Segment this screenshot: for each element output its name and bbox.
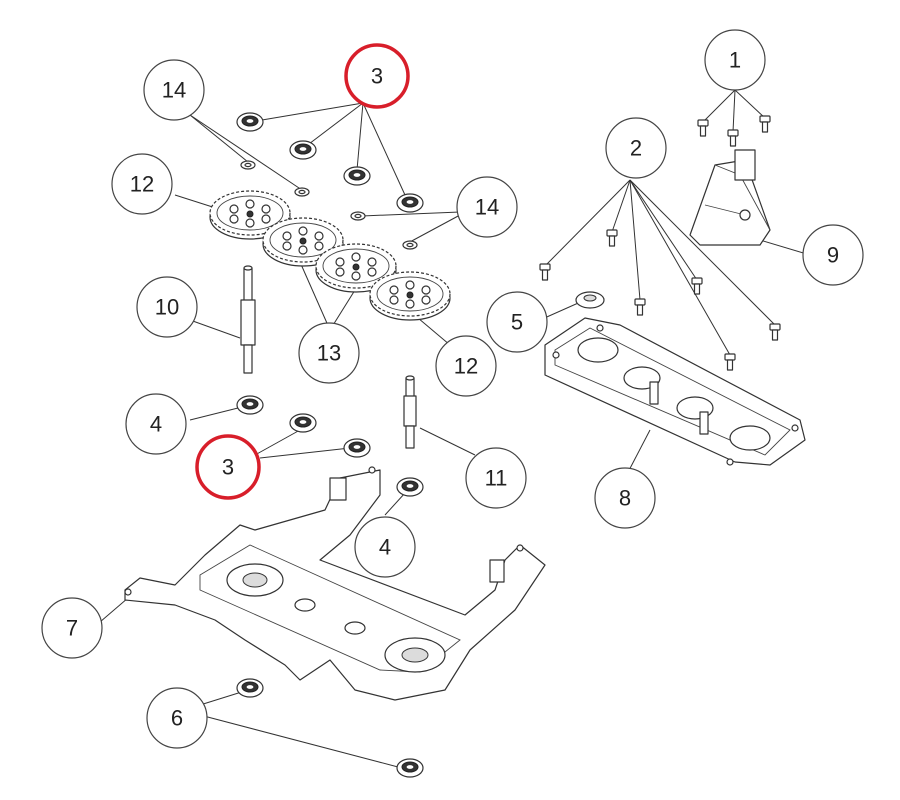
callout-13: 13 [298,322,360,384]
callout-14-right: 14 [456,176,518,238]
shaft-11 [403,375,417,449]
cover-plate-8 [544,317,806,466]
callout-12-bottom: 12 [435,335,497,397]
callout-4-right: 4 [354,516,416,578]
leader-lines [99,89,811,768]
screw-group-2 [539,229,781,371]
screw-group-1 [697,115,771,147]
svg-text:12: 12 [130,172,154,197]
callout-12-top: 12 [111,153,173,215]
callout-14-top: 14 [143,59,205,121]
callout-8: 8 [594,467,656,529]
washer-5 [575,291,605,309]
callout-7: 7 [41,597,103,659]
svg-text:6: 6 [171,706,183,731]
svg-text:3: 3 [222,455,234,480]
svg-text:8: 8 [619,486,631,511]
parts [124,112,806,778]
svg-text:11: 11 [485,466,508,491]
svg-text:3: 3 [371,64,383,89]
callout-1: 1 [704,29,766,91]
callout-2: 2 [605,117,667,179]
svg-text:2: 2 [630,136,642,161]
bearings-3-bottom [289,413,371,458]
svg-text:4: 4 [150,412,162,437]
callout-3-bottom: 3 [195,434,261,500]
callout-9: 9 [802,224,864,286]
callout-11: 11 [465,447,527,509]
gear-12-bottom [369,271,451,321]
svg-text:4: 4 [379,535,391,560]
svg-text:14: 14 [475,195,499,220]
svg-text:13: 13 [317,341,341,366]
callout-3-top: 3 [344,43,410,109]
svg-text:1: 1 [729,48,741,73]
callout-4-left: 4 [125,393,187,455]
washers-14 [240,160,418,250]
gears [209,190,451,321]
svg-text:9: 9 [827,243,839,268]
bearings-6 [236,678,424,778]
svg-text:12: 12 [454,354,478,379]
svg-text:10: 10 [155,295,179,320]
base-frame-7 [124,466,546,701]
svg-text:14: 14 [162,78,186,103]
bearings-3-top [236,112,424,213]
callouts: 1 2 3 3 4 4 5 6 7 8 9 10 11 12 12 13 14 … [41,29,864,749]
bracket-9 [689,149,771,246]
shaft-10 [240,265,256,374]
gear-13-b [315,243,397,293]
svg-text:7: 7 [66,616,78,641]
callout-6: 6 [146,687,208,749]
callout-5: 5 [486,291,548,353]
bearings-4 [236,395,424,497]
svg-text:5: 5 [511,310,523,335]
callout-10: 10 [136,276,198,338]
